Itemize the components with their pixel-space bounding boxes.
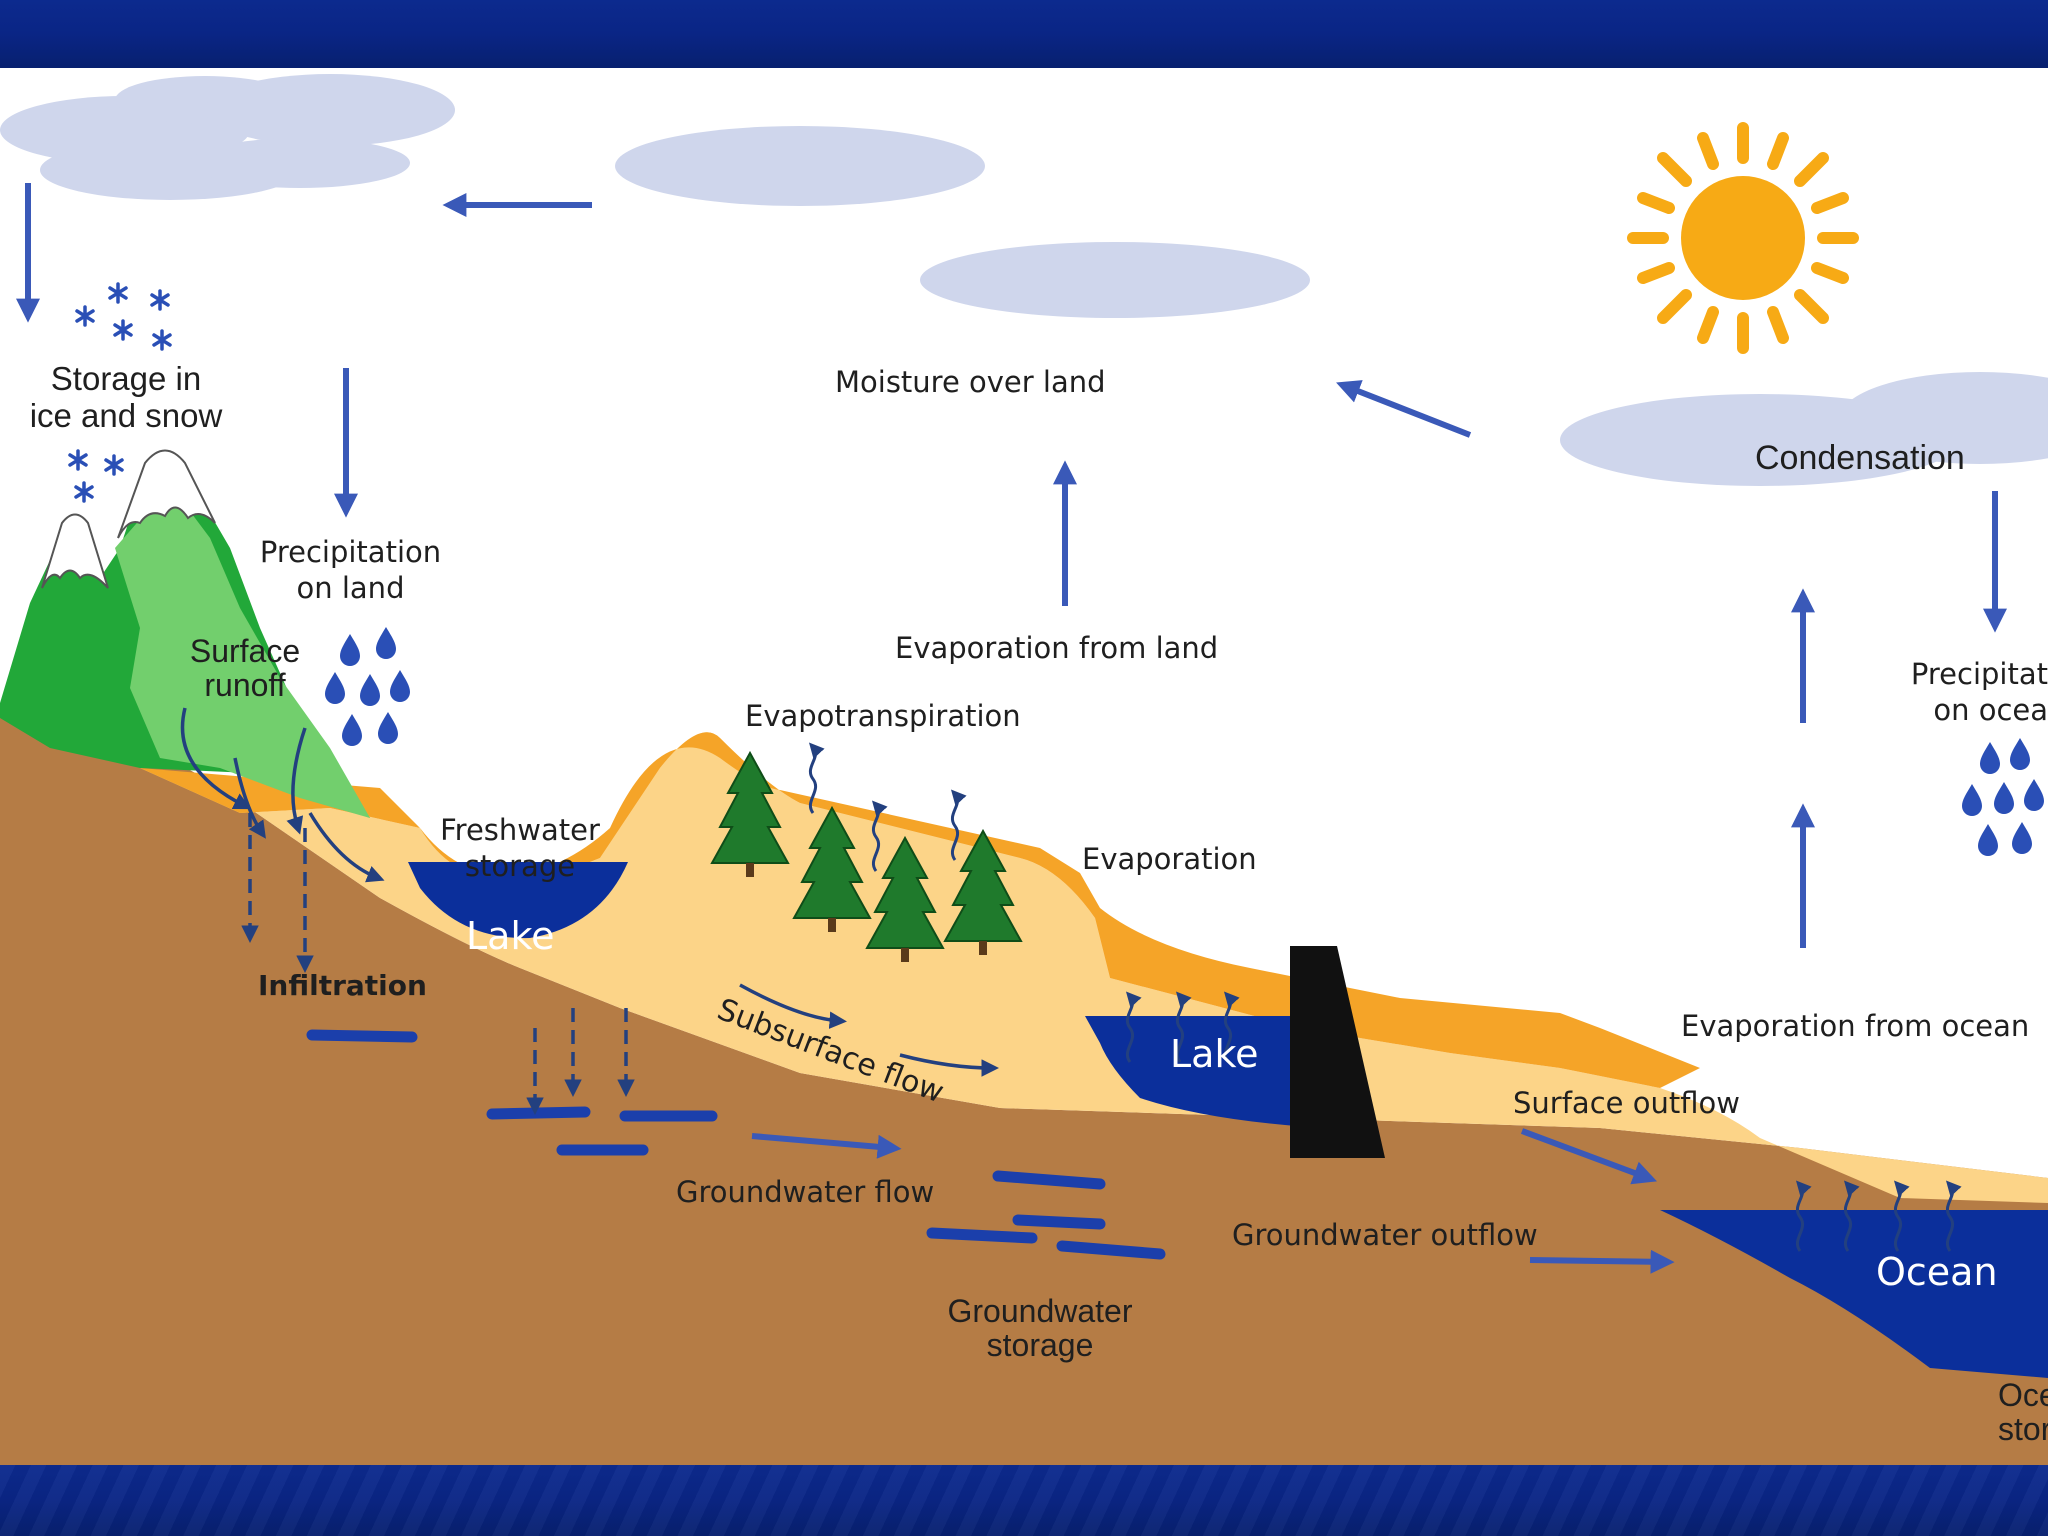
arrow-surface-outflow bbox=[1520, 1128, 1657, 1185]
bedrock-soil bbox=[0, 708, 2048, 1465]
arrow-ocean-to-land-moisture bbox=[1336, 380, 1472, 438]
label-groundwater-storage: Groundwater storage bbox=[947, 1293, 1133, 1363]
arrow-groundwater-flow bbox=[751, 1133, 902, 1159]
label-evaporation: Evaporation bbox=[1082, 842, 1257, 876]
label-ocean-storage: Ocea storag bbox=[1998, 1378, 2048, 1446]
sun-icon bbox=[1627, 122, 1859, 354]
groundwater-zone bbox=[140, 732, 2048, 1203]
snow-cap-right bbox=[117, 449, 216, 539]
raindrops-ocean-icon bbox=[1962, 738, 2044, 856]
label-evaporation-from-land: Evaporation from land bbox=[895, 631, 1219, 665]
label-evaporation-from-ocean: Evaporation from ocean bbox=[1681, 1009, 2030, 1043]
label-moisture-over-land: Moisture over land bbox=[835, 365, 1106, 399]
cloud-center-top bbox=[615, 126, 985, 206]
cycle-arrows bbox=[15, 183, 2007, 1274]
arrow-groundwater-outflow bbox=[1529, 1249, 1675, 1274]
cloud-moisture-over-land bbox=[920, 242, 1310, 318]
snow-cap-left bbox=[41, 513, 109, 589]
label-surface-outflow: Surface outflow bbox=[1513, 1086, 1740, 1120]
cloud-group-left bbox=[0, 74, 455, 200]
label-surface-runoff: Surface runoff bbox=[189, 633, 301, 703]
label-storage-ice-snow: Storage in ice and snow bbox=[29, 360, 223, 434]
cloud-condensation bbox=[1560, 372, 2048, 486]
top-title-band bbox=[0, 0, 2048, 68]
lake-right bbox=[1085, 1016, 1296, 1126]
lake-left bbox=[408, 862, 628, 939]
dam bbox=[1290, 946, 1385, 1158]
label-groundwater-flow: Groundwater flow bbox=[676, 1175, 935, 1209]
water-cycle-diagram bbox=[0, 74, 2048, 1465]
label-evapotranspiration: Evapotranspiration bbox=[745, 699, 1021, 733]
groundwater-dashes bbox=[306, 1029, 1166, 1260]
mountain-front bbox=[115, 498, 370, 818]
label-ocean: Ocean bbox=[1876, 1250, 1998, 1294]
ocean-water bbox=[1660, 1210, 2048, 1378]
runoff-infiltration-arrows bbox=[180, 707, 999, 1115]
label-precipitation-land: Precipitation on land bbox=[259, 535, 442, 605]
bottom-band bbox=[0, 1465, 2048, 1536]
label-groundwater-outflow: Groundwater outflow bbox=[1232, 1218, 1538, 1252]
label-condensation: Condensation bbox=[1755, 439, 1965, 477]
raindrops-land-icon bbox=[325, 627, 410, 746]
label-freshwater-storage: Freshwater storage bbox=[440, 813, 600, 883]
label-infiltration: Infiltration bbox=[258, 969, 427, 1002]
label-lake-left: Lake bbox=[466, 914, 555, 958]
label-lake-right: Lake bbox=[1170, 1032, 1259, 1076]
label-precipitation-ocean: Precipitat on ocea bbox=[1910, 657, 2048, 727]
